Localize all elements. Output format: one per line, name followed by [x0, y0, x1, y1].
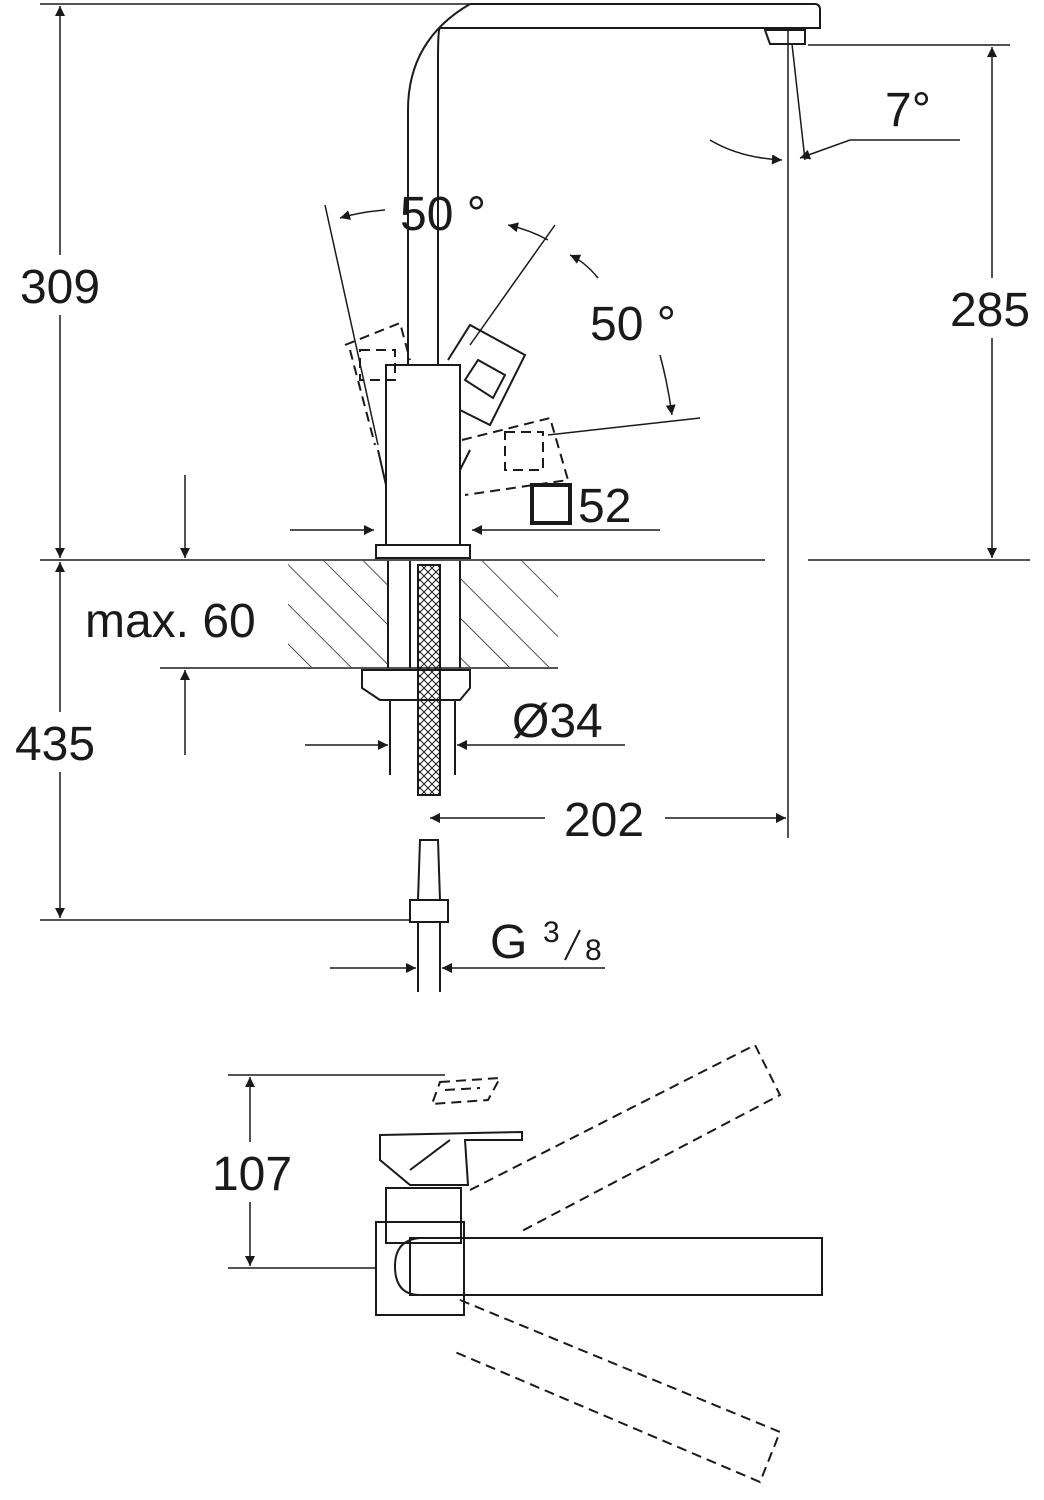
dim-lever-angle-side: 50 °	[590, 298, 676, 351]
top-body-outer	[375, 1221, 465, 1316]
fixing-nut	[361, 669, 471, 701]
side-view: 309 285 7° 50 ° 50 ° 52 max. 60 435 Ø34 …	[5, 3, 1044, 992]
spout	[407, 3, 821, 365]
svg-text:3: 3	[543, 916, 560, 949]
top-spout	[409, 1237, 823, 1296]
dim-counter-thickness: max. 60	[85, 595, 256, 648]
top-view: 107	[200, 1043, 823, 1484]
dim-body-size: 52	[578, 480, 631, 533]
svg-text:8: 8	[585, 934, 602, 967]
supply-hose	[417, 564, 441, 796]
mixer-body	[385, 364, 461, 546]
mixer-base	[375, 544, 471, 559]
dim-total-height: 309	[20, 261, 100, 314]
svg-text:G: G	[490, 916, 527, 969]
dim-spout-height: 285	[950, 284, 1030, 337]
dim-connection-thread: G 3 8	[490, 916, 602, 969]
dim-shank-diameter: Ø34	[512, 695, 603, 748]
dim-spout-angle: 7°	[885, 84, 931, 137]
square-symbol-icon	[530, 483, 572, 525]
dim-top-depth: 107	[212, 1148, 292, 1201]
lever	[447, 323, 527, 427]
dim-lever-angle-front: 50 °	[400, 188, 486, 241]
top-lever	[379, 1130, 523, 1186]
dim-below-counter: 435	[15, 718, 95, 771]
dim-spout-reach: 202	[564, 794, 644, 847]
